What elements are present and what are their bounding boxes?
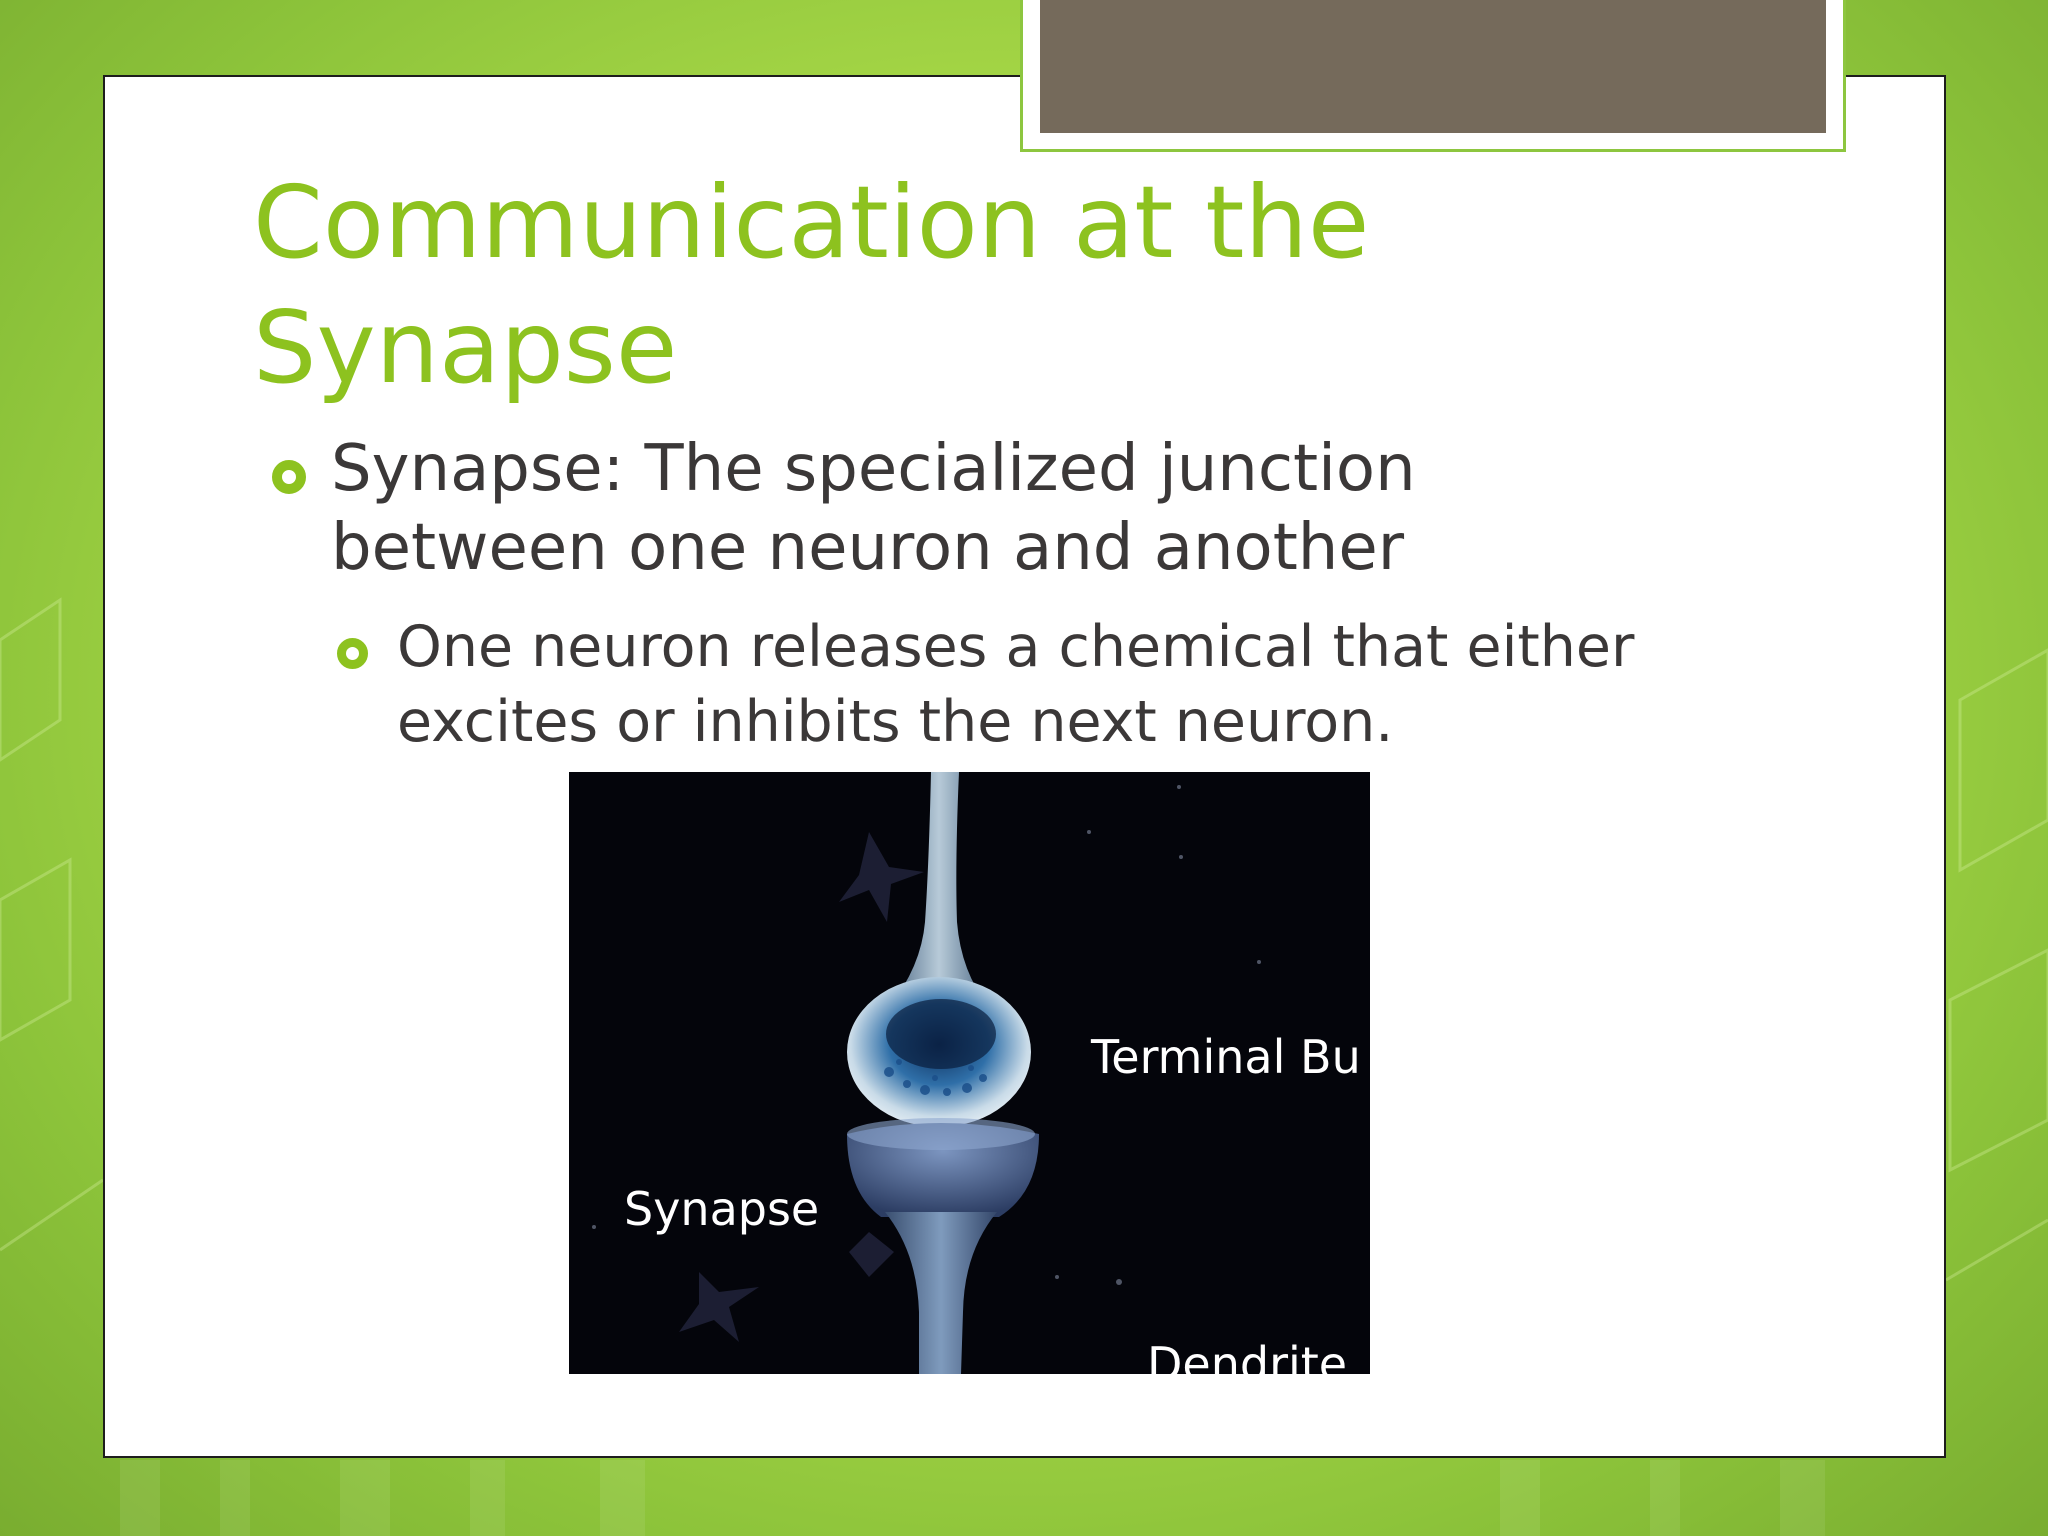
bullet-1-line-2: between one neuron and another [331, 511, 1405, 585]
bullet-level-1-text: Synapse: The specialized junction betwee… [331, 430, 1416, 588]
ring-bullet-icon [337, 638, 368, 669]
dendrite-label: Dendrite [1147, 1337, 1348, 1374]
bullet-level-1: Synapse: The specialized junction betwee… [272, 430, 1832, 588]
synapse-image: Terminal Bu Synapse Dendrite [569, 772, 1370, 1374]
bullet-2-line-2: excites or inhibits the next neuron. [397, 689, 1394, 755]
slide-title-line-1: Communication at the [253, 164, 1370, 281]
synapse-label: Synapse [624, 1182, 820, 1236]
ring-bullet-icon [272, 460, 306, 494]
bullet-level-2: One neuron releases a chemical that eith… [337, 610, 1837, 760]
header-tab-block [1040, 0, 1826, 133]
bullet-1-line-1: Synapse: The specialized junction [331, 432, 1416, 506]
slide-title-line-2: Synapse [253, 289, 678, 406]
synapse-illustration [592, 772, 1261, 1374]
slide-title: Communication at the Synapse [253, 160, 1553, 410]
terminal-button-label: Terminal Bu [1091, 1030, 1361, 1084]
bullet-level-2-text: One neuron releases a chemical that eith… [397, 610, 1634, 760]
bullet-2-line-1: One neuron releases a chemical that eith… [397, 614, 1635, 680]
